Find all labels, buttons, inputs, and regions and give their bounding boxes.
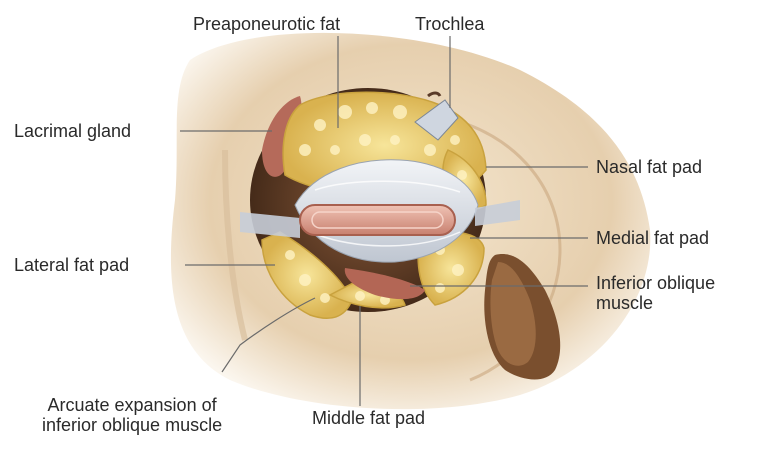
label-arcuate-expansion: Arcuate expansion of inferior oblique mu…: [42, 395, 222, 435]
label-arcuate-line2: inferior oblique muscle: [42, 415, 222, 435]
label-preaponeurotic-fat: Preaponeurotic fat: [193, 14, 340, 34]
tarsal-plate: [300, 205, 455, 235]
label-lacrimal-gland: Lacrimal gland: [14, 121, 131, 141]
label-middle-fat-pad: Middle fat pad: [312, 408, 425, 428]
label-inferior-oblique-line2: muscle: [596, 293, 715, 313]
label-inferior-oblique-muscle: Inferior oblique muscle: [596, 273, 715, 313]
label-trochlea: Trochlea: [415, 14, 484, 34]
label-arcuate-line1: Arcuate expansion of: [42, 395, 222, 415]
label-medial-fat-pad: Medial fat pad: [596, 228, 709, 248]
label-inferior-oblique-line1: Inferior oblique: [596, 273, 715, 293]
label-nasal-fat-pad: Nasal fat pad: [596, 157, 702, 177]
label-lateral-fat-pad: Lateral fat pad: [14, 255, 129, 275]
